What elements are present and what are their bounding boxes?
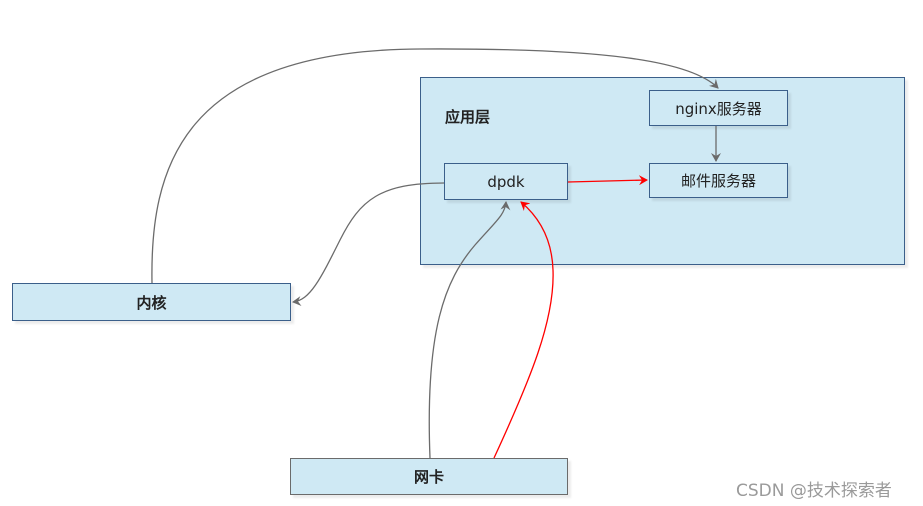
dpdk-label: dpdk [487,172,525,191]
nic-label: 网卡 [413,468,444,486]
nic-node[interactable]: 网卡 [290,458,568,495]
dpdk-node[interactable]: dpdk [444,163,568,200]
mail-server-label: 邮件服务器 [680,172,756,190]
app-layer-label: 应用层 [445,108,491,126]
watermark: CSDN @技术探索者 [736,481,892,501]
nginx-server-label: nginx服务器 [675,99,762,118]
kernel-label: 内核 [136,293,167,312]
mail-server-node[interactable]: 邮件服务器 [649,163,788,198]
nginx-server-node[interactable]: nginx服务器 [649,90,788,126]
kernel-node[interactable]: 内核 [12,283,291,321]
